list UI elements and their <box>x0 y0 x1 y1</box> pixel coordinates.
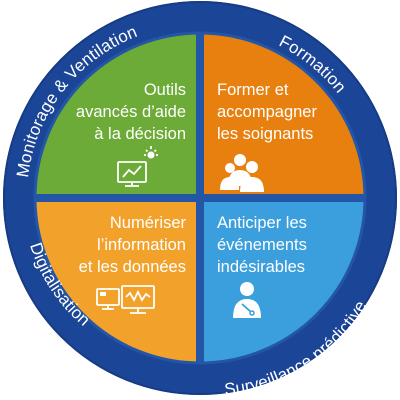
quadrant-bottom-left-line-2: l’information <box>97 236 186 254</box>
decision-support-icon <box>117 146 158 187</box>
quadrant-top-right-line-1: Former et <box>217 81 289 99</box>
quadrant-top-left-text: Outils avancés d’aide à la décision <box>76 81 186 143</box>
quadrant-bottom-left-line-3: et les données <box>79 258 186 276</box>
quadrant-bottom-left-line-1: Numériser <box>110 214 187 232</box>
quadrant-top-left-line-1: Outils <box>144 81 186 99</box>
quadrant-bottom-right-line-1: Anticiper les <box>217 214 307 232</box>
inner-edge <box>33 31 367 365</box>
quadrant-bottom-right-line-3: indésirables <box>217 258 305 276</box>
quadrant-group <box>35 33 365 363</box>
quadrant-top-right-line-2: accompagner <box>217 103 317 121</box>
quadrant-bottom-left-text: Numériser l’information et les données <box>79 214 187 276</box>
patient-icon <box>233 282 261 318</box>
divider-horizontal <box>35 194 365 202</box>
quadrant-bottom-right-text: Anticiper les événements indésirables <box>217 214 307 276</box>
caregivers-group-icon <box>220 154 264 192</box>
quadrant-top-right-text: Former et accompagner les soignants <box>217 81 317 143</box>
ring-edge <box>3 1 397 395</box>
quadrant-top-left-line-2: avancés d’aide <box>76 103 186 121</box>
quadrant-bottom-right-line-2: événements <box>217 236 307 254</box>
computer-monitors-icon <box>96 285 155 314</box>
quadrant-top-left-line-3: à la décision <box>94 125 186 143</box>
quadrant-top-right-line-3: les soignants <box>217 125 313 143</box>
